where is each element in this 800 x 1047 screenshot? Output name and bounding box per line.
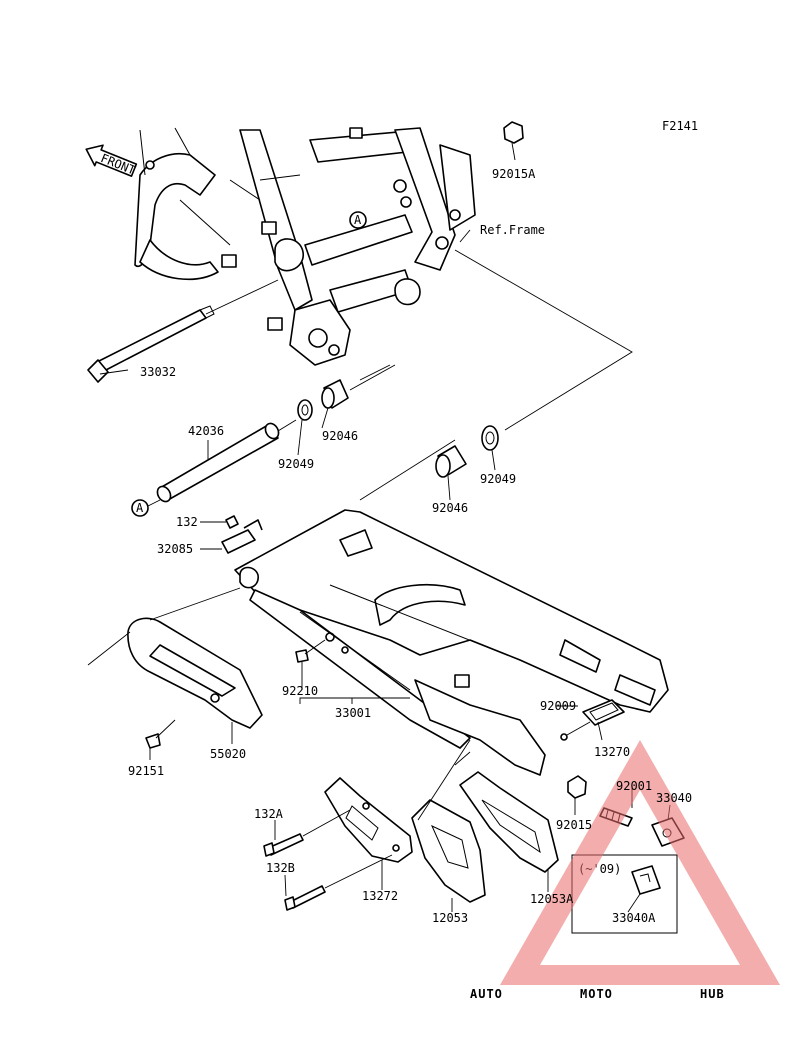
front-direction-arrow: FRONT <box>85 144 138 178</box>
label-13270: 13270 <box>594 745 630 759</box>
bracket-32085 <box>221 519 263 554</box>
chain-guide-12053 <box>411 739 486 903</box>
cap-13270 <box>582 699 625 726</box>
collar-92046-left <box>321 379 349 409</box>
bolt-132B <box>284 854 393 911</box>
callout-a-shaft-letter: A <box>136 501 144 515</box>
chain-guide-13272 <box>324 777 413 863</box>
collar-92046-right <box>435 445 467 478</box>
chain-guide-12053A <box>459 771 559 873</box>
label-92151: 92151 <box>128 764 164 778</box>
label-13272: 13272 <box>362 889 398 903</box>
label-12053: 12053 <box>432 911 468 925</box>
watermark-hub: HUB <box>700 987 725 1001</box>
watermark-triangle-icon <box>500 740 780 985</box>
oil-seal-92049-left <box>297 399 313 421</box>
oil-seal-92049-right <box>481 425 499 451</box>
frame-drawing <box>134 127 476 366</box>
label-33040A: 33040A <box>612 911 656 925</box>
label-33032: 33032 <box>140 365 176 379</box>
label-92015: 92015 <box>556 818 592 832</box>
pivot-bolt-33032 <box>87 279 279 383</box>
callout-a-frame-letter: A <box>354 213 362 227</box>
watermark-auto: AUTO <box>470 987 503 1001</box>
bolt-92151 <box>145 719 176 749</box>
label-12053A: 12053A <box>530 892 574 906</box>
chain-slider-55020 <box>87 587 263 729</box>
label-92049-left: 92049 <box>278 457 314 471</box>
label-132A: 132A <box>254 807 284 821</box>
label-92001: 92001 <box>616 779 652 793</box>
label-92046-left: 92046 <box>322 429 358 443</box>
front-label: FRONT <box>99 151 138 178</box>
callout-a-shaft: A <box>131 499 161 517</box>
label-55020: 55020 <box>210 747 246 761</box>
label-92009: 92009 <box>540 699 576 713</box>
nut-92015 <box>567 775 587 799</box>
pivot-shaft-42036 <box>156 419 297 503</box>
watermark-moto: MOTO <box>580 987 613 1001</box>
label-33001: 33001 <box>335 706 371 720</box>
plug-92009 <box>560 721 591 741</box>
bolt-92210 <box>295 639 326 663</box>
figure-code: F2141 <box>662 119 698 133</box>
label-132: 132 <box>176 515 198 529</box>
label-32085: 32085 <box>157 542 193 556</box>
label-92015A: 92015A <box>492 167 536 181</box>
watermark-logo: AUTO MOTO HUB <box>470 740 780 1001</box>
label-92046-right: 92046 <box>432 501 468 515</box>
leader-lines <box>99 229 671 913</box>
label-92210: 92210 <box>282 684 318 698</box>
label-ref-frame: Ref.Frame <box>480 223 545 237</box>
callout-a-frame: A <box>349 211 367 229</box>
label-92049-right: 92049 <box>480 472 516 486</box>
label-42036: 42036 <box>188 424 224 438</box>
bolt-132A <box>263 809 351 857</box>
label-132B: 132B <box>266 861 295 875</box>
swingarm-33001 <box>234 509 669 776</box>
label-33040: 33040 <box>656 791 692 805</box>
part-labels: F2141 92015A Ref.Frame 33032 42036 92049… <box>128 119 698 925</box>
nut-92015A <box>503 121 524 161</box>
bolt-132 <box>225 515 239 529</box>
